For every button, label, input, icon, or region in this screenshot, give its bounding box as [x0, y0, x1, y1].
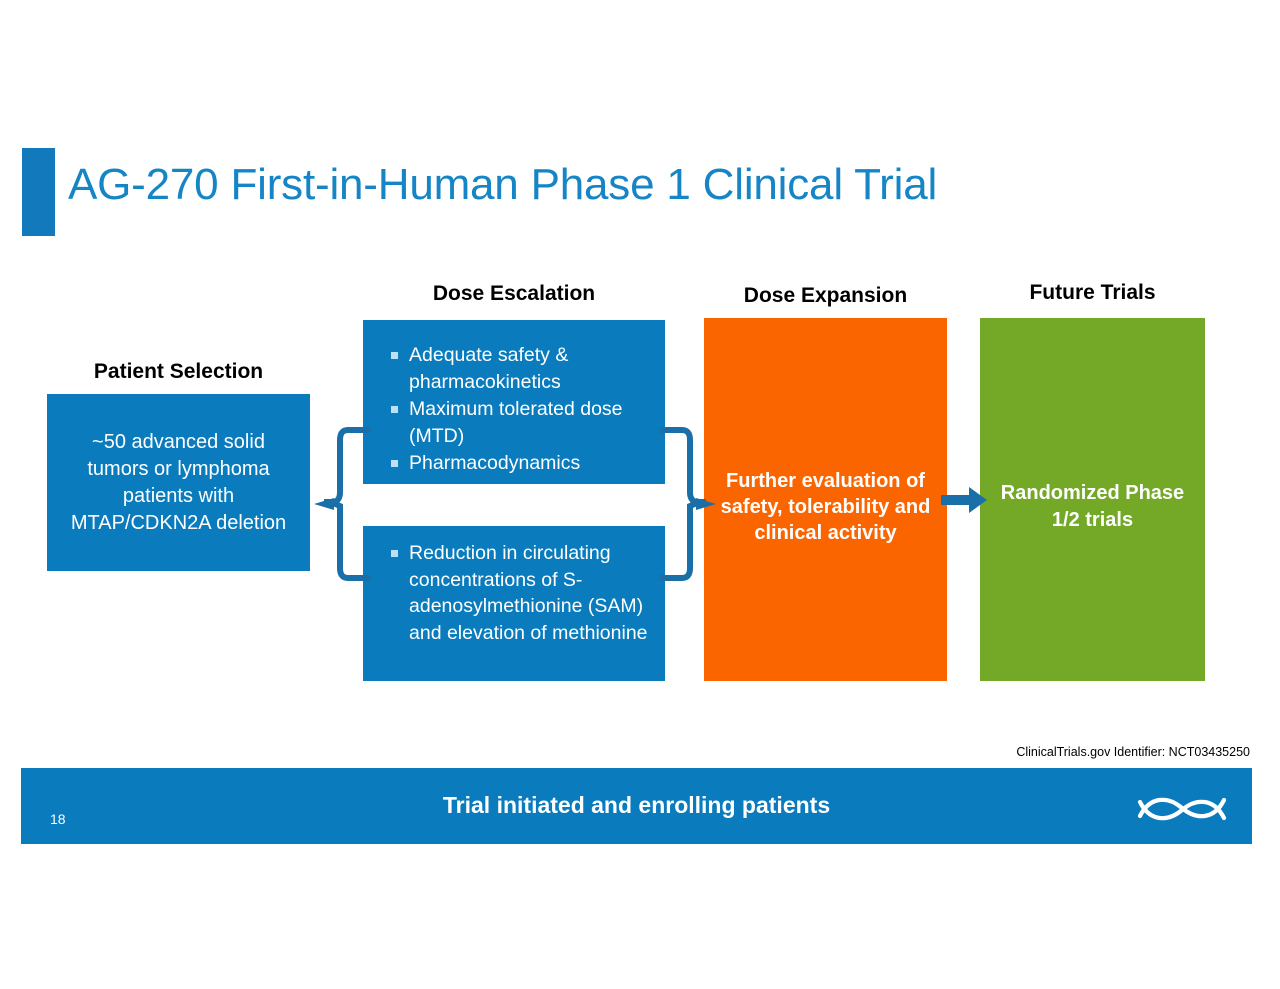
right-arrow-icon: [941, 487, 987, 513]
future-trials-text: Randomized Phase 1/2 trials: [1000, 481, 1185, 531]
bullet-square-icon: [391, 460, 398, 467]
patient-selection-text: ~50 advanced solid tumors or lymphoma pa…: [70, 430, 287, 534]
list-item-label: Adequate safety & pharmacokinetics: [409, 344, 569, 393]
right-curly-brace-icon: [659, 427, 716, 581]
page-title: AG-270 First-in-Human Phase 1 Clinical T…: [68, 160, 938, 209]
bottom-banner: 18 Trial initiated and enrolling patient…: [21, 768, 1252, 844]
banner-message: Trial initiated and enrolling patients: [442, 792, 831, 818]
dose-expansion-box: Further evaluation of safety, tolerabili…: [704, 318, 947, 681]
dose-escalation-box-secondary: Reduction in circulating concentrations …: [363, 526, 665, 681]
dose-escalation-primary-list: Adequate safety & pharmacokinetics Maxim…: [377, 342, 651, 477]
dose-escalation-secondary-list: Reduction in circulating concentrations …: [377, 540, 651, 646]
column-header-dose-escalation: Dose Escalation: [432, 282, 596, 305]
list-item-label: Reduction in circulating concentrations …: [409, 542, 648, 644]
column-header-future-trials: Future Trials: [1029, 281, 1156, 304]
title-accent-bar: [22, 148, 55, 236]
patient-selection-box: ~50 advanced solid tumors or lymphoma pa…: [47, 394, 310, 571]
dose-expansion-text: Further evaluation of safety, tolerabili…: [720, 469, 931, 544]
future-trials-box: Randomized Phase 1/2 trials: [980, 318, 1205, 681]
list-item-label: Pharmacodynamics: [409, 452, 581, 474]
bullet-square-icon: [391, 550, 398, 557]
left-curly-brace-icon: [314, 427, 371, 581]
list-item-label: Maximum tolerated dose (MTD): [409, 398, 623, 447]
bullet-square-icon: [391, 352, 398, 359]
dose-escalation-box-primary: Adequate safety & pharmacokinetics Maxim…: [363, 320, 665, 484]
list-item: Adequate safety & pharmacokinetics: [377, 342, 651, 395]
bullet-square-icon: [391, 406, 398, 413]
clinicaltrials-identifier-note: ClinicalTrials.gov Identifier: NCT034352…: [1016, 745, 1250, 759]
list-item: Pharmacodynamics: [377, 450, 651, 477]
list-item: Reduction in circulating concentrations …: [377, 540, 651, 646]
agios-helix-logo: [1137, 797, 1227, 821]
page-number: 18: [50, 811, 66, 827]
column-header-patient-selection: Patient Selection: [93, 360, 264, 383]
column-header-dose-expansion: Dose Expansion: [743, 284, 908, 307]
list-item: Maximum tolerated dose (MTD): [377, 396, 651, 449]
